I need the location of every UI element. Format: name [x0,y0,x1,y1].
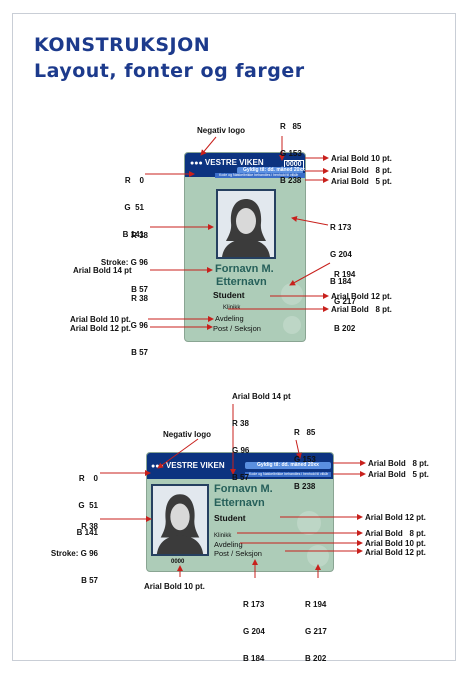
label-rgb-light: R 194 G 217 B 202 [305,600,327,663]
person-silhouette-icon [153,486,207,554]
label-negativ-logo: Negativ logo [197,126,246,135]
card-role: Student [214,513,246,523]
label-rgb-navy: R 0 G 51 B 141 [122,176,144,239]
page-title: KONSTRUKSJON [34,34,211,56]
label-arial-bold-12: Arial Bold 12 pt. [365,513,426,522]
label-arial-bold-8: Arial Bold 8 pt. [368,459,429,468]
label-arial-bold-14: Arial Bold 14 pt [73,266,132,275]
label-rgb-stroke: R 38 Stroke: G 96 B 57 [100,231,148,294]
label-rgb-blue: R 85 G 153 B 238 [280,122,302,185]
label-arial-bold-12b: Arial Bold 12 pt. [365,548,426,557]
card-last-name: Etternavn [216,276,267,288]
label-arial-bold-10-number: Arial Bold 10 pt. [144,582,205,591]
card-clinic: Klinikk [214,533,232,539]
card-number: 0000 [171,559,185,565]
label-rgb-green: R 173 G 204 B 184 [243,600,265,663]
card-photo [151,484,209,556]
id-card-portrait: ●●● VESTRE VIKEN 0000 Gyldig til: dd. må… [184,152,306,342]
card-photo [216,189,276,259]
label-negativ-logo: Negativ logo [163,430,212,439]
label-arial-bold-10b: Arial Bold 10 pt. [365,539,426,548]
card-last-name: Etternavn [214,497,265,509]
label-arial-bold-8b: Arial Bold 8 pt. [365,529,426,538]
label-arial-bold-8: Arial Bold 8 pt. [331,166,392,175]
label-arial-bold-10: Arial Bold 10 pt. [331,154,392,163]
label-arial-bold-5: Arial Bold 5 pt. [368,470,429,479]
label-rgb-green: R 173 G 204 B 184 [330,223,352,286]
label-arial-bold-10b: Arial Bold 10 pt. [70,315,131,324]
card-fineprint-bar [245,472,331,477]
logo-dots-icon: ●●● [190,160,203,167]
callout-arrows [100,136,366,578]
person-silhouette-icon [218,191,274,257]
card-logo-text: VESTRE VIKEN [165,461,225,470]
page: KONSTRUKSJON Layout, fonter og farger ●●… [12,13,456,663]
card-decor-circle [297,511,321,535]
card-post: Post / Seksjon [213,324,261,333]
card-validity-text: Gyldig til: dd. måned 20xx [243,167,305,173]
label-arial-bold-12b: Arial Bold 12 pt. [70,324,131,333]
label-rgb-stroke: R 38 Stroke: G 96 B 57 [50,522,98,585]
label-arial-bold-8b: Arial Bold 8 pt. [331,305,392,314]
card-fineprint-bar [215,173,305,178]
card-logo-text: VESTRE VIKEN [204,158,264,167]
page-subtitle: Layout, fonter og farger [34,60,305,82]
card-fineprint-text: Kode og Nøkkelbrikke behandles i henhold… [249,472,329,476]
label-arial-bold-5: Arial Bold 5 pt. [331,177,392,186]
card-validity-text: Gyldig til: dd. måned 20xx [257,462,319,468]
card-role: Student [213,290,245,300]
id-card-landscape: ●●● VESTRE VIKEN Gyldig til: dd. måned 2… [146,452,334,572]
label-rgb-blue: R 85 G 153 B 238 [294,428,316,491]
card-validity-bar [237,167,303,174]
label-arial-bold-12: Arial Bold 12 pt. [331,292,392,301]
label-rgb-light: R 194 G 217 B 202 [334,270,356,333]
card-department: Avdeling [215,314,244,323]
card-first-name: Fornavn M. [215,263,274,275]
card-post: Post / Seksjon [214,549,262,558]
card-clinic: Klinikk [223,305,241,311]
card-validity-bar [245,462,331,469]
card-decor-circle [281,283,303,305]
label-rgb-navy: R 0 G 51 B 141 [76,474,98,537]
card-fineprint-text: Kode og Nøkkelbrikke behandles i henhold… [219,173,299,177]
card-department: Avdeling [214,540,243,549]
label-arial-bold-14-rgb: Arial Bold 14 pt R 38 G 96 B 57 [232,392,291,482]
card-first-name: Fornavn M. [214,483,273,495]
card-logo: ●●● VESTRE VIKEN [190,159,264,168]
card-decor-circle [283,316,301,334]
label-rgb-name: R 38 G 96 B 57 [130,294,148,357]
